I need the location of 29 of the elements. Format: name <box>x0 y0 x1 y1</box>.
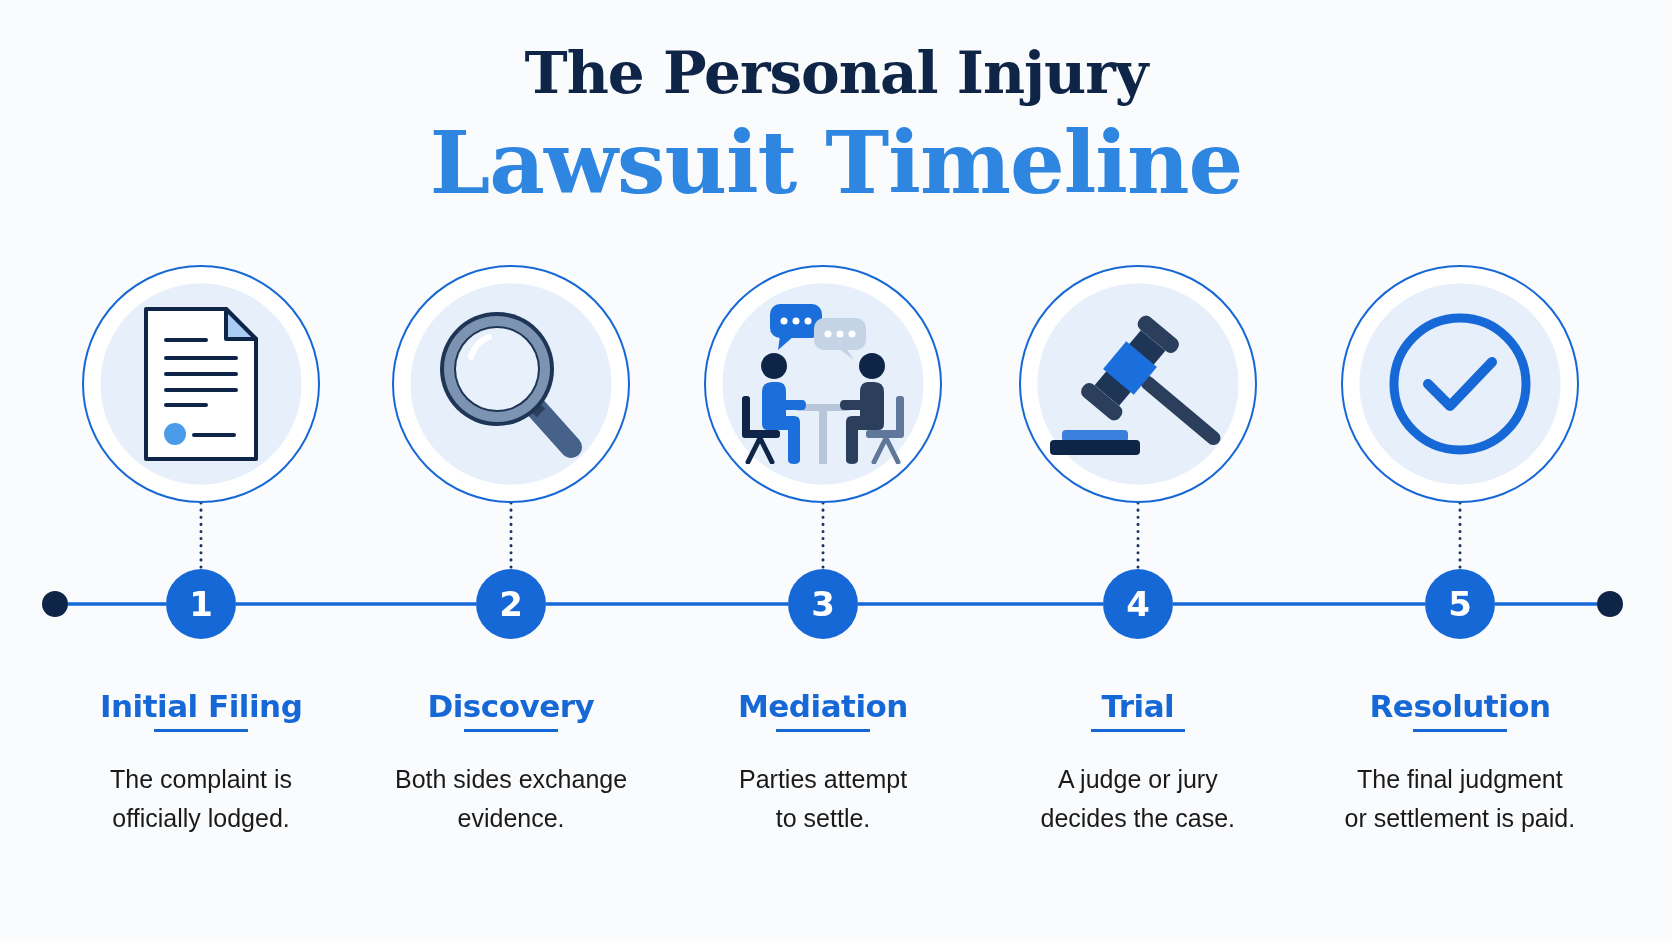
step-number-circle: 2 <box>476 569 546 639</box>
dotted-connector <box>509 501 513 571</box>
step-number-circle: 5 <box>1425 569 1495 639</box>
timeline-line <box>68 602 166 606</box>
timeline-end-dot <box>42 591 68 617</box>
step-heading: Mediation <box>738 687 908 726</box>
step-heading: Discovery <box>427 687 595 726</box>
timeline-line <box>1173 602 1425 606</box>
timeline-line <box>546 602 788 606</box>
dotted-connector <box>1458 501 1462 571</box>
step-description: Both sides exchange evidence. <box>395 764 628 834</box>
step-description: The complaint is officially lodged. <box>110 764 293 834</box>
title: The Personal Injury Lawsuit Timeline <box>429 38 1243 215</box>
step-number-circle: 1 <box>166 569 236 639</box>
dotted-connector <box>821 501 825 571</box>
timeline-end-dot <box>1597 591 1623 617</box>
step-number-circle: 3 <box>788 569 858 639</box>
timeline-line <box>1495 602 1597 606</box>
step-heading: Resolution <box>1369 687 1551 726</box>
dotted-connector <box>199 501 203 571</box>
timeline-line <box>858 602 1103 606</box>
step-number-circle: 4 <box>1103 569 1173 639</box>
step-description: A judge or jury decides the case. <box>1040 764 1236 834</box>
step-description: The final judgment or settlement is paid. <box>1344 764 1576 834</box>
step-heading: Trial <box>1101 687 1175 726</box>
timeline-line <box>236 602 476 606</box>
step-description: Parties attempt to settle. <box>739 764 908 834</box>
dotted-connector <box>1136 501 1140 571</box>
step-heading: Initial Filing <box>100 687 303 726</box>
